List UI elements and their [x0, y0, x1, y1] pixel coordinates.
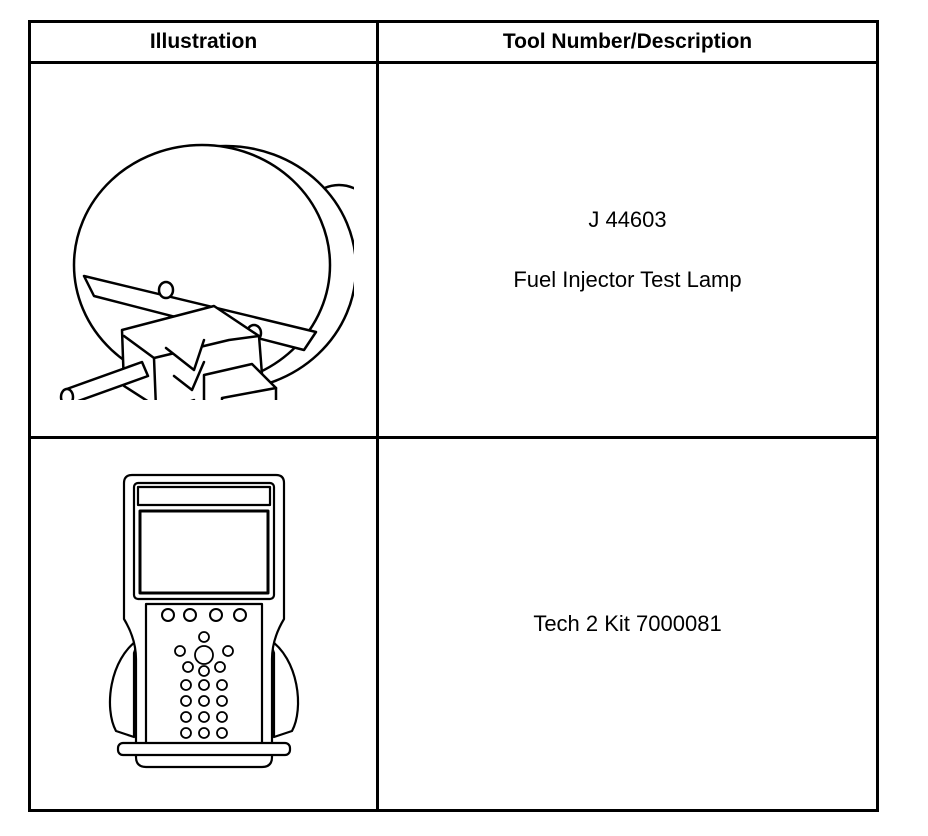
table-row-2-illustration: [31, 439, 376, 809]
tool-description: Fuel Injector Test Lamp: [513, 267, 742, 292]
column-divider: [376, 23, 379, 809]
header-divider: [31, 61, 876, 64]
tool-description: Tech 2 Kit 7000081: [533, 611, 722, 636]
header-tool-number-description: Tool Number/Description: [502, 30, 753, 53]
tool-table: Illustration Tool Number/Description: [28, 20, 879, 812]
table-row-1-illustration: [31, 64, 376, 436]
tool-number: J 44603: [588, 207, 667, 232]
table-row-2-description: Tech 2 Kit 7000081: [379, 439, 876, 809]
row-divider: [31, 436, 876, 439]
header-illustration: Illustration: [149, 30, 258, 53]
fuel-injector-test-lamp-icon: [59, 143, 354, 400]
table-row-1-description: J 44603 Fuel Injector Test Lamp: [379, 64, 876, 436]
tech-2-scan-tool-icon: [108, 473, 299, 769]
